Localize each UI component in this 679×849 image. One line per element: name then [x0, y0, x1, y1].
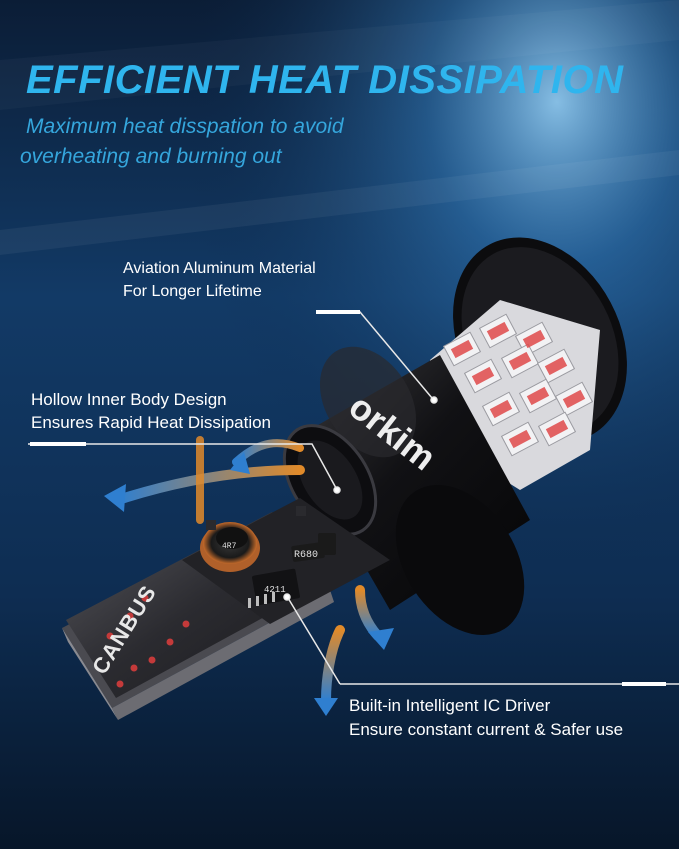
- callout-driver: Built-in Intelligent IC Driver Ensure co…: [349, 694, 623, 742]
- circuit-board: [62, 498, 390, 720]
- callout-marker-aluminum: [316, 310, 360, 314]
- callout-aluminum-line1: Aviation Aluminum Material: [123, 260, 316, 277]
- subheadline-line1: Maximum heat disspation to avoid: [26, 115, 344, 138]
- callout-hollow: Hollow Inner Body Design Ensures Rapid H…: [31, 388, 271, 434]
- aluminum-body: [282, 346, 530, 636]
- callout-marker-hollow: [30, 442, 86, 446]
- inductor-coil: [200, 522, 260, 572]
- chip-label-ic: 4211: [264, 585, 286, 595]
- callout-hollow-line1: Hollow Inner Body Design: [31, 390, 227, 409]
- subheadline-line2: overheating and burning out: [20, 145, 282, 168]
- callout-marker-driver: [622, 682, 666, 686]
- callout-driver-line1: Built-in Intelligent IC Driver: [349, 696, 551, 715]
- callout-aluminum-line2: For Longer Lifetime: [123, 283, 262, 300]
- callout-aluminum: Aviation Aluminum Material For Longer Li…: [123, 257, 316, 303]
- chip-label-resistor: R680: [294, 550, 318, 561]
- chip-label-coil: 4R7: [222, 542, 237, 551]
- headline: EFFICIENT HEAT DISSIPATION: [26, 58, 624, 102]
- callout-hollow-line2: Ensures Rapid Heat Dissipation: [31, 413, 272, 432]
- callout-driver-line2: Ensure constant current & Safer use: [349, 720, 624, 739]
